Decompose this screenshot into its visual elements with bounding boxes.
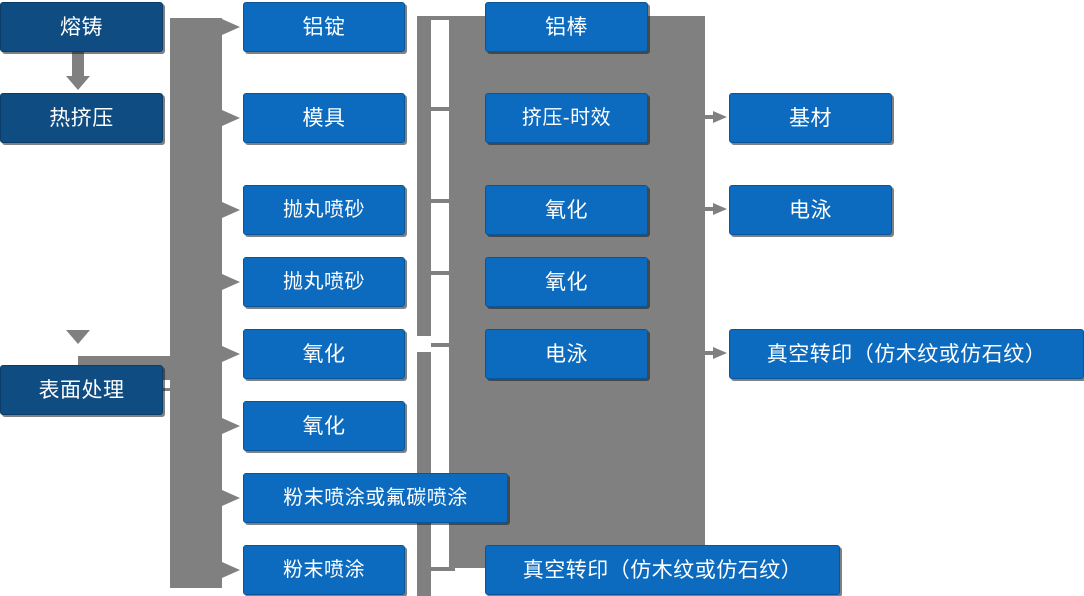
process-node-label: 氧化 [545,270,588,294]
input-node-shot-blasting-2[interactable]: 抛丸喷砂 [243,257,405,307]
input-node-powder-or-fluorocarbon-coating[interactable]: 粉末喷涂或氟碳喷涂 [243,473,508,523]
process-node-label: 真空转印（仿木纹或仿石纹） [522,558,803,582]
input-node-oxidation-1[interactable]: 氧化 [243,329,405,379]
input-node-label: 模具 [302,106,346,130]
output-node-vacuum-transfer-printing[interactable]: 真空转印（仿木纹或仿石纹） [729,329,1084,379]
surface-treatment-link [163,388,175,391]
process-node-electrophoresis[interactable]: 电泳 [485,329,648,379]
input-node-label: 粉末喷涂 [283,559,365,581]
input-node-label: 氧化 [302,342,346,366]
stage-node-label: 表面处理 [38,378,125,402]
output-node-label: 电泳 [789,198,832,222]
process-node-label: 挤压-时效 [521,107,612,129]
input-node-oxidation-2[interactable]: 氧化 [243,401,405,451]
stage-node-label: 热挤压 [49,106,114,130]
input-node-shot-blasting-1[interactable]: 抛丸喷砂 [243,185,405,235]
stage-vertical-connector-2 [66,330,90,344]
process-node-aluminum-rod[interactable]: 铝棒 [485,2,648,52]
input-node-aluminum-ingot[interactable]: 铝锭 [243,2,405,52]
input-node-powder-coating[interactable]: 粉末喷涂 [243,545,405,595]
process-node-extrusion-aging[interactable]: 挤压-时效 [485,93,648,143]
left-branch-connector [78,18,222,588]
input-node-label: 抛丸喷砂 [283,271,365,293]
process-node-vacuum-transfer-printing[interactable]: 真空转印（仿木纹或仿石纹） [485,545,840,595]
stage-node-hot-extrusion[interactable]: 热挤压 [0,93,163,143]
process-node-oxidation-1[interactable]: 氧化 [485,185,648,235]
stage-node-label: 熔铸 [60,15,103,39]
input-node-label: 铝锭 [302,15,346,39]
output-node-electrophoresis[interactable]: 电泳 [729,185,892,235]
output-node-label: 基材 [789,106,832,130]
stage-vertical-connector [66,52,90,90]
middle-connector-bars [417,16,455,596]
process-node-label: 电泳 [545,342,588,366]
output-node-label: 真空转印（仿木纹或仿石纹） [766,342,1047,366]
process-node-label: 氧化 [545,198,588,222]
output-node-base-material[interactable]: 基材 [729,93,892,143]
process-node-label: 铝棒 [545,15,588,39]
output-arrows [705,111,727,359]
input-node-mold[interactable]: 模具 [243,93,405,143]
left-branch-arrowheads [222,19,240,578]
input-node-label: 氧化 [302,414,346,438]
stage-node-surface-treatment[interactable]: 表面处理 [0,365,163,415]
process-node-oxidation-2[interactable]: 氧化 [485,257,648,307]
input-node-label: 抛丸喷砂 [283,199,365,221]
stage-node-melting-casting[interactable]: 熔铸 [0,2,163,52]
input-node-label: 粉末喷涂或氟碳喷涂 [283,487,468,509]
